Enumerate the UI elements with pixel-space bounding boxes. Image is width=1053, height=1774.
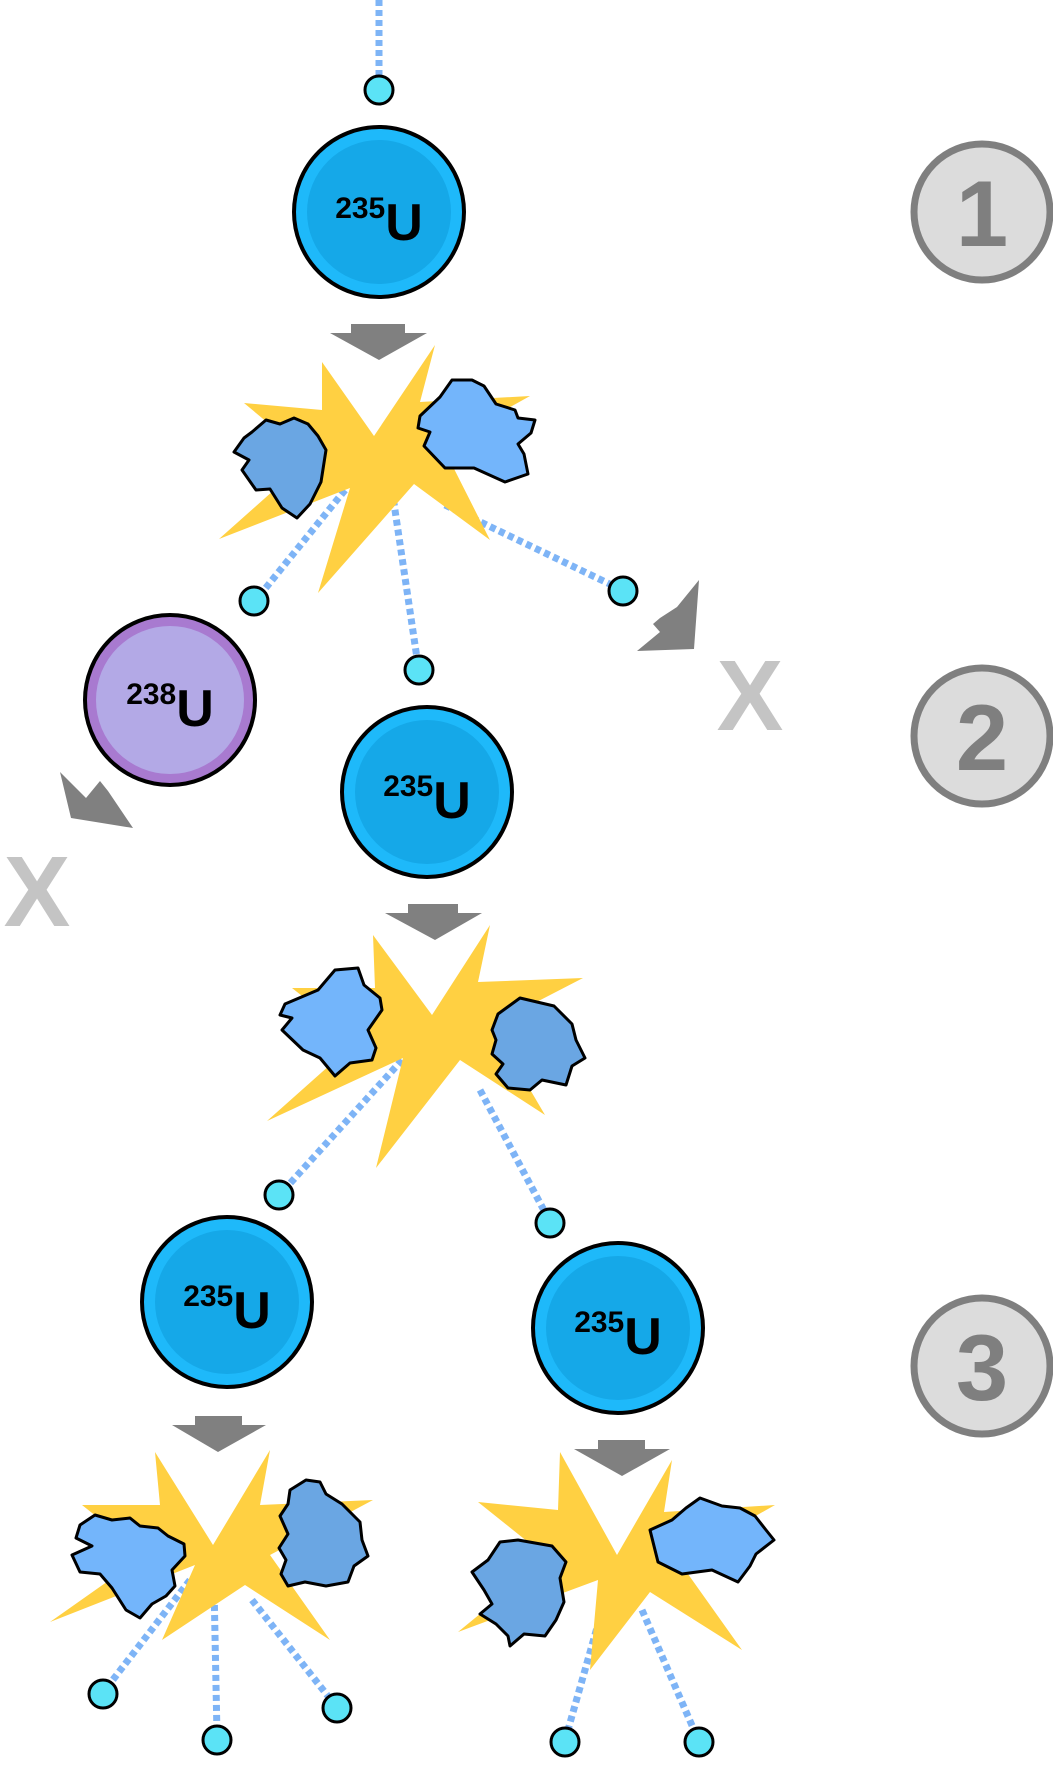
- neutron: [363, 74, 395, 106]
- nucleus-u235-stage3-right: 235U: [531, 1241, 705, 1415]
- svg-text:235U: 235U: [183, 1280, 271, 1340]
- fission-event-stage3-left: [50, 1450, 373, 1640]
- neutron-path-stage2-center: [388, 489, 422, 666]
- element-symbol: U: [233, 1282, 271, 1340]
- down-arrow: [574, 1440, 670, 1476]
- neutron-path-out-3: [249, 1597, 338, 1708]
- mass-number: 235: [383, 770, 433, 803]
- down-arrow: [330, 324, 427, 360]
- lost-neutron-marks: X X: [4, 640, 784, 948]
- fission-event-stage2: [267, 925, 587, 1168]
- neutron: [549, 1726, 581, 1758]
- neutron-path-out-2: [210, 1584, 221, 1736]
- fission-fragment: [490, 996, 587, 1092]
- nucleus-u235-stage1: 235U: [292, 125, 466, 299]
- neutron-path-out-1: [102, 1577, 193, 1693]
- fission-event-stage1: [219, 345, 537, 593]
- fission-fragment: [648, 1496, 776, 1584]
- svg-text:235U: 235U: [383, 770, 471, 830]
- stage-badge-1: 1: [910, 140, 1053, 284]
- mass-number: 235: [335, 192, 385, 225]
- element-symbol: U: [176, 680, 214, 738]
- lost-neutron-mark: X: [717, 640, 784, 752]
- mass-number: 235: [574, 1306, 624, 1339]
- lost-neutron-mark: X: [4, 836, 71, 948]
- fission-fragment: [277, 1478, 370, 1588]
- element-symbol: U: [385, 194, 423, 252]
- stage-badge-3: 3: [910, 1294, 1053, 1438]
- down-arrow: [172, 1416, 266, 1452]
- neutron: [87, 1678, 119, 1710]
- neutron-path-stage3-right: [476, 1088, 552, 1220]
- neutron: [534, 1207, 566, 1239]
- stage-number: 1: [956, 161, 1008, 266]
- element-symbol: U: [624, 1308, 662, 1366]
- escape-arrow-right: [637, 580, 699, 651]
- fission-flash: [458, 1452, 775, 1670]
- escape-arrow-left: [60, 772, 133, 828]
- element-symbol: U: [433, 772, 471, 830]
- fission-fragment: [470, 1538, 568, 1648]
- svg-text:235U: 235U: [574, 1306, 662, 1366]
- neutron-path-stage2-left: [257, 487, 348, 598]
- mass-number: 238: [126, 678, 176, 711]
- stage-number: 2: [956, 685, 1008, 790]
- nucleus-u235-stage2: 235U: [340, 705, 514, 879]
- fission-fragment: [278, 966, 384, 1078]
- neutron: [263, 1179, 295, 1211]
- neutron: [201, 1724, 233, 1756]
- neutrons: [87, 74, 715, 1758]
- down-arrow: [385, 904, 482, 940]
- fission-flash: [50, 1450, 373, 1640]
- stage-badge-2: 2: [910, 664, 1053, 808]
- svg-text:235U: 235U: [335, 192, 423, 252]
- nucleus-u238-stage2: 238U: [83, 613, 257, 787]
- fission-flash: [267, 925, 583, 1168]
- fission-fragment: [232, 416, 328, 520]
- neutron: [607, 575, 639, 607]
- mass-number: 235: [183, 1280, 233, 1313]
- fission-fragment: [70, 1513, 187, 1620]
- neutron: [683, 1726, 715, 1758]
- svg-text:238U: 238U: [126, 678, 214, 738]
- neutron: [238, 585, 270, 617]
- fission-fragment: [416, 378, 537, 484]
- neutron-path-out-5: [638, 1608, 701, 1739]
- neutron: [403, 654, 435, 686]
- fission-event-stage3-right: [458, 1452, 776, 1670]
- neutron: [321, 1692, 353, 1724]
- arrows: [60, 324, 699, 1476]
- nucleus-u235-stage3-left: 235U: [140, 1215, 314, 1389]
- stage-number: 3: [956, 1315, 1008, 1420]
